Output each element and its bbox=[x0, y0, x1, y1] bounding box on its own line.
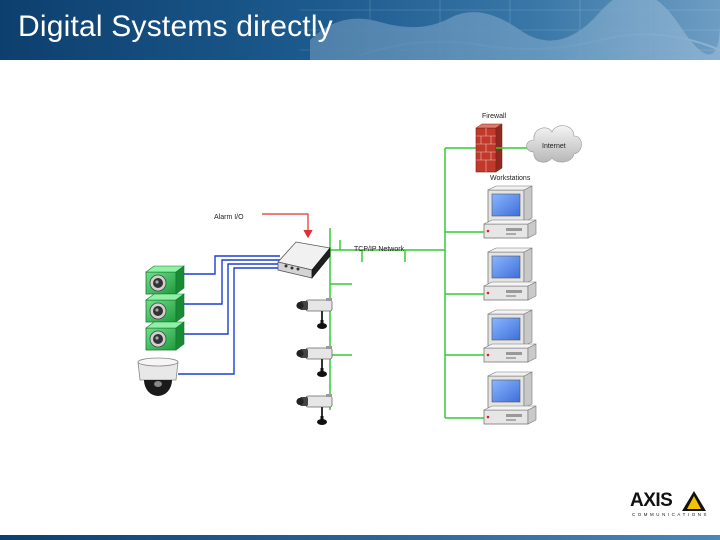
firewall-icon bbox=[475, 123, 503, 173]
workstation-icon bbox=[483, 309, 537, 363]
network-camera-icon bbox=[294, 392, 334, 427]
network-camera-icon bbox=[294, 296, 334, 331]
slide-title: Digital Systems directly bbox=[18, 10, 333, 43]
logo-subtitle: COMMUNICATIONS bbox=[632, 512, 710, 517]
alarm-wiring bbox=[262, 213, 313, 239]
workstation-icon bbox=[483, 185, 537, 239]
logo-triangle-icon bbox=[682, 491, 706, 511]
workstations-label: Workstations bbox=[490, 175, 531, 182]
analog-camera-icon bbox=[145, 265, 185, 295]
analog-camera-icon bbox=[145, 321, 185, 351]
alarm-io-label: Alarm I/O bbox=[214, 214, 244, 221]
network-wiring bbox=[298, 147, 486, 419]
dome-camera-icon bbox=[137, 357, 179, 396]
video-server-icon bbox=[277, 241, 331, 279]
internet-cloud-icon bbox=[526, 125, 582, 163]
network-diagram: Firewall Internet Workstations Alarm I/O… bbox=[137, 113, 582, 427]
analog-camera-icon bbox=[145, 293, 185, 323]
firewall-label: Firewall bbox=[482, 113, 507, 120]
internet-label: Internet bbox=[542, 143, 566, 150]
logo-word: AXIS bbox=[630, 490, 673, 511]
analog-wiring bbox=[178, 255, 280, 375]
bottom-bar bbox=[0, 535, 720, 540]
title-bar: Digital Systems directly bbox=[0, 0, 720, 60]
workstation-icon bbox=[483, 247, 537, 301]
network-label: TCP/IP Network bbox=[354, 246, 405, 253]
workstation-icon bbox=[483, 371, 537, 425]
network-camera-icon bbox=[294, 344, 334, 379]
axis-logo: AXIS COMMUNICATIONS bbox=[630, 490, 710, 524]
world-map-texture bbox=[300, 0, 720, 60]
